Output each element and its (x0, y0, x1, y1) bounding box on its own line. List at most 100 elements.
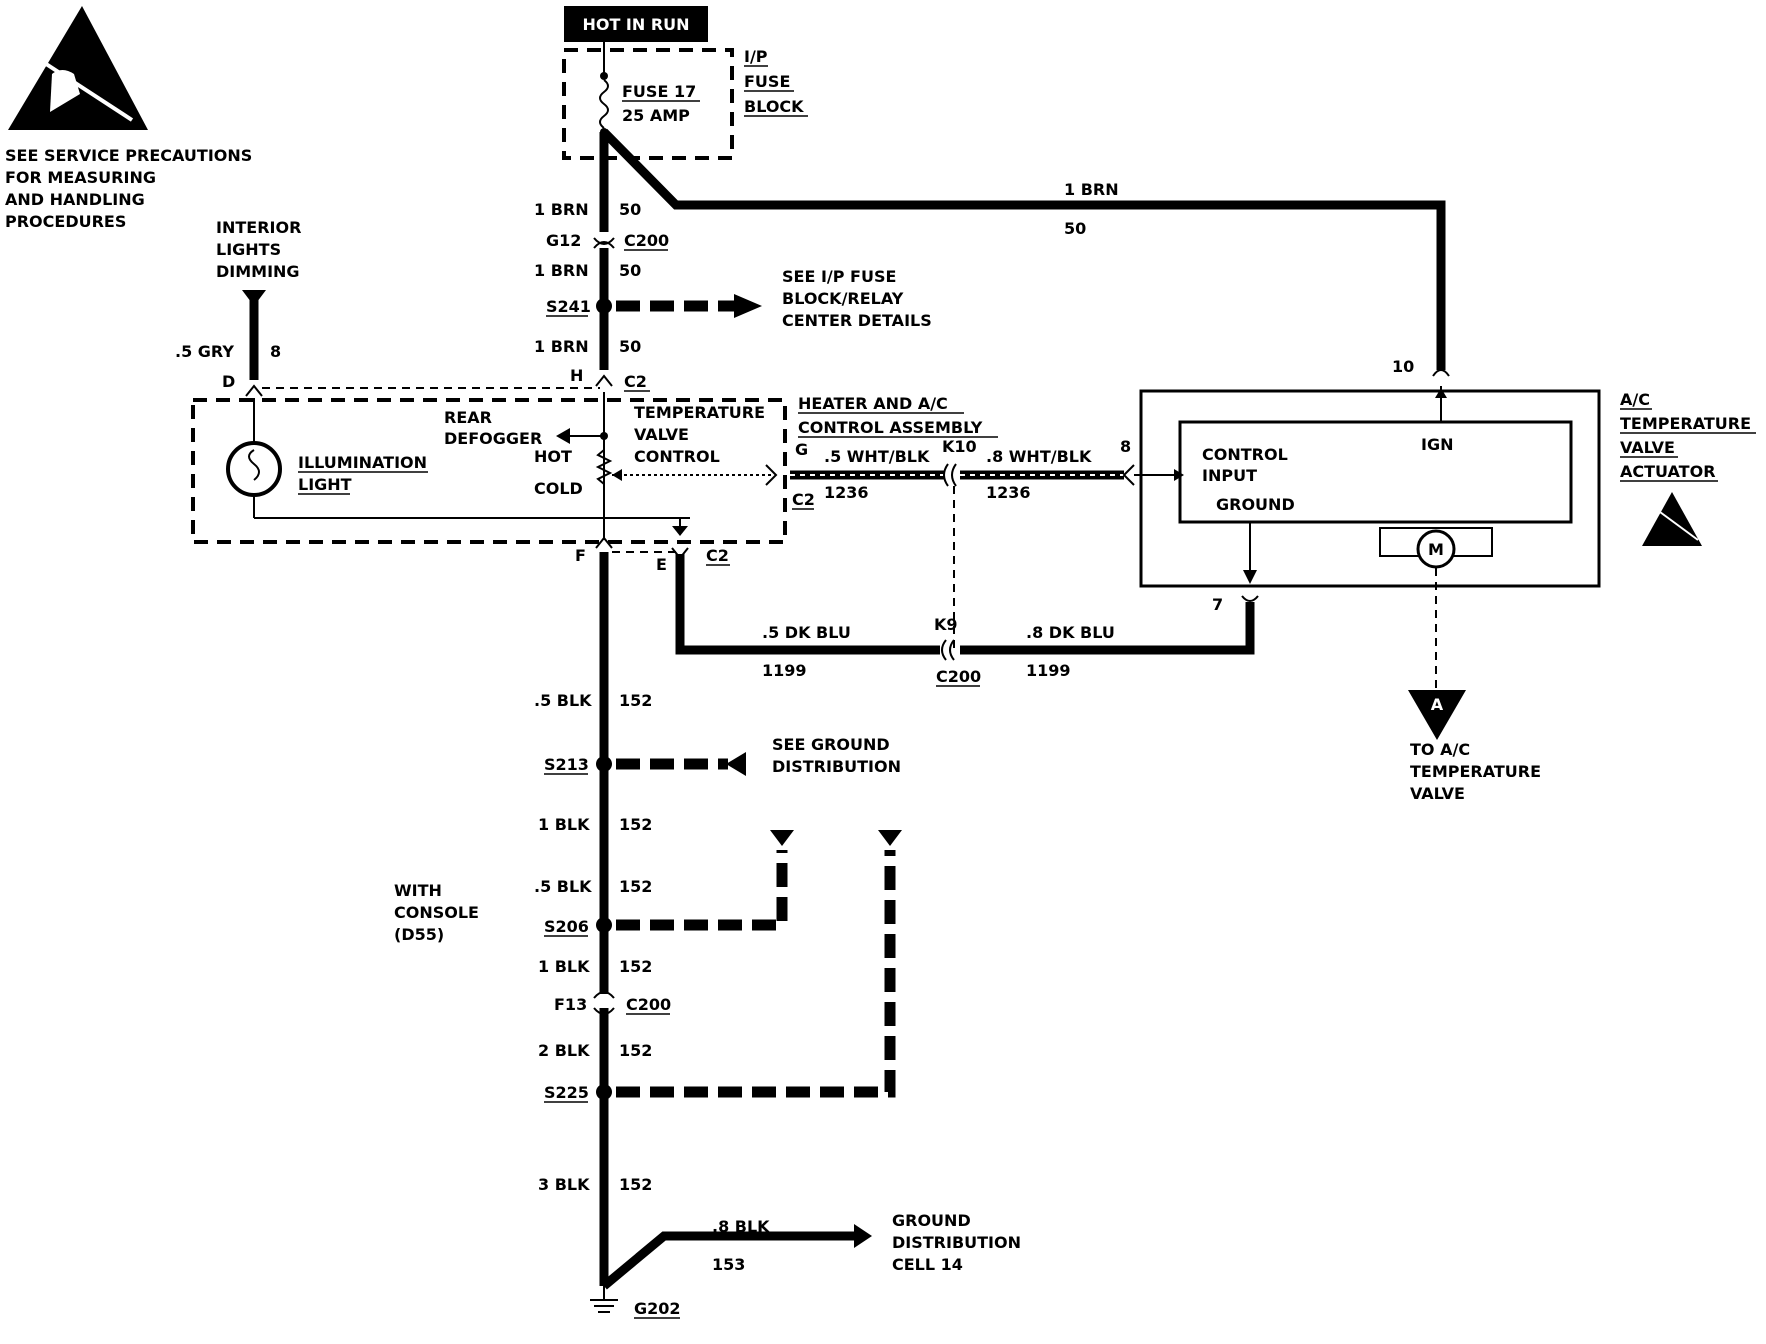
to-valve-ref-3: VALVE (1410, 784, 1465, 803)
precaution-line-3: AND HANDLING (5, 190, 145, 209)
console-ref-2: CONSOLE (394, 903, 479, 922)
ground-cell-ref-1: GROUND (892, 1211, 971, 1230)
actuator-feed-label: 1 BRN (1064, 180, 1119, 199)
ground-g202: G202 (634, 1299, 681, 1318)
feed-1-circuit: 50 (619, 200, 641, 219)
pin-8: 8 (1120, 437, 1131, 456)
ground-symbol-icon (590, 1299, 618, 1313)
blk-6-label: 3 BLK (538, 1175, 590, 1194)
feed-2-circuit: 50 (619, 261, 641, 280)
blk-3-circuit: 152 (619, 877, 652, 896)
splice-s213: S213 (544, 755, 589, 774)
ground-cell-ref-2: DISTRIBUTION (892, 1233, 1021, 1252)
pin-e: E (656, 555, 667, 574)
actuator-ground-label: GROUND (1216, 495, 1295, 514)
temp-valve-label-2: VALVE (634, 425, 689, 444)
dimming-wire-label: .5 GRY (175, 342, 234, 361)
temp-potentiometer (595, 449, 613, 485)
control-assembly-title-1: HEATER AND A/C (798, 394, 948, 413)
blk-5-label: 2 BLK (538, 1041, 590, 1060)
control-input-label-1: CONTROL (1202, 445, 1288, 464)
actuator-title-3: VALVE (1620, 438, 1675, 457)
dimming-circuit: 8 (270, 342, 281, 361)
splice-s206: S206 (544, 917, 589, 936)
fuse-name: FUSE 17 (622, 82, 696, 101)
rear-defogger-label-2: DEFOGGER (444, 429, 542, 448)
fuse-block-label-2: FUSE (744, 72, 790, 91)
illumination-label-1: ILLUMINATION (298, 453, 427, 472)
blk-8-circuit: 153 (712, 1255, 745, 1274)
blk-5-circuit: 152 (619, 1041, 652, 1060)
conn-c200-low: C200 (626, 995, 671, 1014)
blk-4-label: 1 BLK (538, 957, 590, 976)
conn-c200-mid: C200 (936, 667, 981, 686)
actuator-box (1139, 389, 1601, 588)
wht-blk-1-label: .5 WHT/BLK (824, 447, 930, 466)
fuse-details-ref-3: CENTER DETAILS (782, 311, 932, 330)
ground-cell-ref-3: CELL 14 (892, 1255, 963, 1274)
console-ref-1: WITH (394, 881, 442, 900)
fuse-block-label-1: I/P (744, 47, 768, 66)
ground-dist-ref-2: DISTRIBUTION (772, 757, 901, 776)
wht-blk-2-circuit: 1236 (986, 483, 1031, 502)
fuse-details-ref-1: SEE I/P FUSE (782, 267, 896, 286)
conn-c2-bottom: C2 (706, 546, 729, 565)
dk-blu-2-label: .8 DK BLU (1026, 623, 1115, 642)
pin-7: 7 (1212, 595, 1223, 614)
blk-8-label: .8 BLK (712, 1217, 770, 1236)
actuator-title-4: ACTUATOR (1620, 462, 1716, 481)
control-input-label-2: INPUT (1202, 466, 1257, 485)
cold-label: COLD (534, 479, 583, 498)
blk-6-circuit: 152 (619, 1175, 652, 1194)
blk-4-circuit: 152 (619, 957, 652, 976)
temp-valve-label-3: CONTROL (634, 447, 720, 466)
esd-warning-icon-small (1642, 492, 1702, 546)
connector-c200-top: C200 (624, 231, 669, 250)
feed-2-label: 1 BRN (534, 261, 589, 280)
precaution-line-4: PROCEDURES (5, 212, 126, 231)
feed-3-label: 1 BRN (534, 337, 589, 356)
rear-defogger-label-1: REAR (444, 408, 492, 427)
pin-10: 10 (1392, 357, 1414, 376)
k9: K9 (934, 615, 958, 634)
console-ref-3: (D55) (394, 925, 444, 944)
actuator-title-2: TEMPERATURE (1620, 414, 1751, 433)
k10: K10 (942, 437, 977, 456)
interior-lights-ref-2: LIGHTS (216, 240, 281, 259)
actuator-feed-circuit: 50 (1064, 219, 1086, 238)
blk-2-circuit: 152 (619, 815, 652, 834)
to-valve-ref-1: TO A/C (1410, 740, 1470, 759)
blk-1-circuit: 152 (619, 691, 652, 710)
illumination-label-2: LIGHT (298, 475, 352, 494)
blk-3-label: .5 BLK (534, 877, 592, 896)
interior-lights-ref-1: INTERIOR (216, 218, 301, 237)
esd-warning-icon (8, 6, 148, 130)
wht-blk-2-label: .8 WHT/BLK (986, 447, 1092, 466)
pin-f: F (575, 546, 586, 565)
pin-d: D (222, 372, 235, 391)
splice-s241: S241 (546, 297, 591, 316)
pin-g: G (795, 440, 808, 459)
feed-3-circuit: 50 (619, 337, 641, 356)
f13: F13 (554, 995, 587, 1014)
fuse-block-label-3: BLOCK (744, 97, 804, 116)
dk-blu-1-label: .5 DK BLU (762, 623, 851, 642)
hot-in-run-label: HOT IN RUN (582, 15, 689, 34)
hot-label: HOT (534, 447, 572, 466)
pin-h: H (570, 366, 583, 385)
ign-label: IGN (1421, 435, 1453, 454)
splice-s225: S225 (544, 1083, 589, 1102)
motor-icon (1416, 529, 1456, 569)
temp-valve-label-1: TEMPERATURE (634, 403, 765, 422)
conn-c2-side: C2 (792, 490, 815, 509)
ref-a-triangle (1408, 690, 1466, 740)
connector-g12: G12 (546, 231, 581, 250)
ground-dist-ref-1: SEE GROUND (772, 735, 890, 754)
fuse-rating: 25 AMP (622, 106, 690, 125)
precaution-line-2: FOR MEASURING (5, 168, 156, 187)
wht-blk-1-circuit: 1236 (824, 483, 869, 502)
hot-in-run-badge (564, 6, 708, 42)
ref-a-label: A (1431, 695, 1444, 714)
to-valve-ref-2: TEMPERATURE (1410, 762, 1541, 781)
